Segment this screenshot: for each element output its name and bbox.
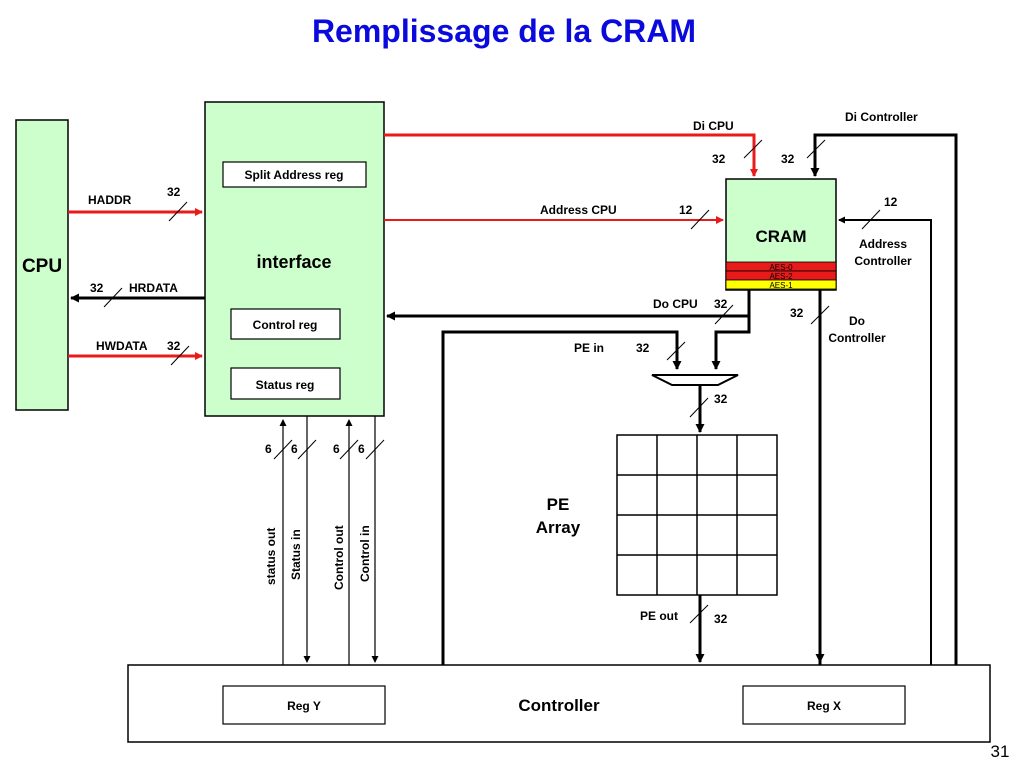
control-out-width-slash: [339, 439, 359, 460]
pe-in-label: PE in: [574, 341, 604, 355]
di-controller-label: Di Controller: [845, 110, 918, 124]
do-controller-width: 32: [790, 306, 804, 320]
address-controller-width-slash: [861, 209, 881, 230]
reg-y-box: [222, 685, 386, 725]
haddr-width: 32: [167, 185, 181, 199]
pe-array-label-2: Array: [536, 518, 581, 537]
control-in-width-slash: [365, 439, 385, 460]
address-cpu-width-slash: [690, 209, 710, 230]
address-controller-width: 12: [884, 195, 898, 209]
pe-array-grid: [616, 434, 778, 596]
hrdata-width-slash: [103, 287, 123, 308]
hwdata-label: HWDATA: [96, 339, 148, 353]
address-controller-arrow: [838, 216, 932, 665]
controller-label: Controller: [518, 696, 600, 715]
di-controller-arrow: [810, 133, 958, 665]
haddr-width-slash: [168, 201, 188, 222]
address-cpu-width: 12: [679, 203, 693, 217]
control-out-width: 6: [333, 442, 340, 456]
di-controller-width: 32: [781, 152, 795, 166]
pe-in-from-cram: [711, 316, 751, 370]
do-cpu-width-slash: [714, 304, 734, 325]
mux-out-width: 32: [714, 392, 728, 406]
control-in-label: Control in: [358, 525, 372, 582]
status-reg-label: Status reg: [256, 378, 315, 392]
pe-out-label: PE out: [640, 609, 678, 623]
do-controller-width-slash: [810, 305, 830, 325]
aes-0-label: AES-0: [769, 263, 793, 272]
status-out-width: 6: [265, 442, 272, 456]
control-reg-label: Control reg: [253, 318, 318, 332]
do-cpu-label: Do CPU: [653, 297, 698, 311]
di-cpu-width-slash: [743, 139, 763, 159]
pe-out-width: 32: [714, 612, 728, 626]
status-out-width-slash: [273, 439, 293, 460]
control-reg-box: [230, 308, 341, 340]
interface-label: interface: [256, 252, 331, 272]
status-in-width: 6: [291, 442, 298, 456]
pe-out-width-slash: [689, 604, 709, 624]
reg-x-label: Reg X: [807, 699, 841, 713]
address-cpu-label: Address CPU: [540, 203, 617, 217]
status-out-label: status out: [264, 528, 278, 585]
control-in-width: 6: [358, 442, 365, 456]
di-cpu-label: Di CPU: [693, 119, 734, 133]
status-in-label: Status in: [289, 529, 303, 580]
mux-out-width-slash: [689, 397, 709, 418]
pe-array-label-1: PE: [547, 495, 570, 514]
do-controller-label-1: Do: [849, 314, 865, 328]
do-controller-label-2: Controller: [828, 331, 886, 345]
split-address-reg-box: [222, 161, 367, 188]
status-reg-box: [230, 367, 341, 400]
hrdata-label: HRDATA: [129, 281, 178, 295]
input-mux: [651, 374, 739, 386]
hrdata-width: 32: [90, 281, 104, 295]
haddr-label: HADDR: [88, 193, 132, 207]
pe-in-width-slash: [666, 341, 686, 361]
cram-label: CRAM: [756, 227, 807, 246]
split-address-reg-label: Split Address reg: [245, 168, 344, 182]
di-cpu-arrow: [384, 133, 758, 177]
aes-1-label: AES-1: [769, 281, 793, 290]
di-controller-width-slash: [806, 139, 826, 159]
slide-title: Remplissage de la CRAM: [312, 13, 696, 49]
address-controller-label-2: Controller: [854, 254, 912, 268]
cpu-block: [15, 119, 69, 411]
page-number: 31: [991, 742, 1010, 761]
cpu-label: CPU: [22, 256, 62, 277]
status-in-width-slash: [297, 439, 317, 460]
do-cpu-width: 32: [714, 297, 728, 311]
aes-2-label: AES-2: [769, 272, 793, 281]
address-controller-label-1: Address: [859, 237, 907, 251]
pe-in-width: 32: [636, 341, 650, 355]
reg-y-label: Reg Y: [287, 699, 321, 713]
hwdata-width: 32: [167, 339, 181, 353]
control-out-label: Control out: [332, 525, 346, 590]
di-cpu-width: 32: [712, 152, 726, 166]
hwdata-width-slash: [170, 345, 190, 366]
aes-1-bar: [725, 279, 837, 290]
reg-x-box: [742, 685, 906, 725]
interface-block: [204, 101, 385, 417]
